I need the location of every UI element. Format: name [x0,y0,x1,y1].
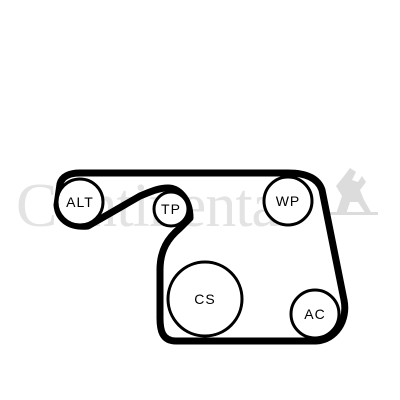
pulley-wp-wheel [262,175,314,227]
drive-belt [53,169,349,345]
pulley-wp-label: WP [276,193,301,209]
pulley-tp-label: TP [161,201,181,217]
pulley-wp: WP [262,175,314,227]
pulley-tp: TP [152,190,190,228]
pulley-cs: CS [166,260,244,338]
pulley-ac: AC [289,288,341,340]
pulley-cs-label: CS [194,291,215,307]
pulley-alt-wheel [55,177,105,227]
pulley-tp-wheel [152,190,190,228]
prancing-horse-icon [330,168,378,215]
pulley-alt-label: ALT [66,194,94,210]
pulley-cs-wheel [166,260,244,338]
pulley-alt: ALT [55,177,105,227]
pulley-ac-label: AC [304,306,325,322]
pulley-ac-wheel [289,288,341,340]
